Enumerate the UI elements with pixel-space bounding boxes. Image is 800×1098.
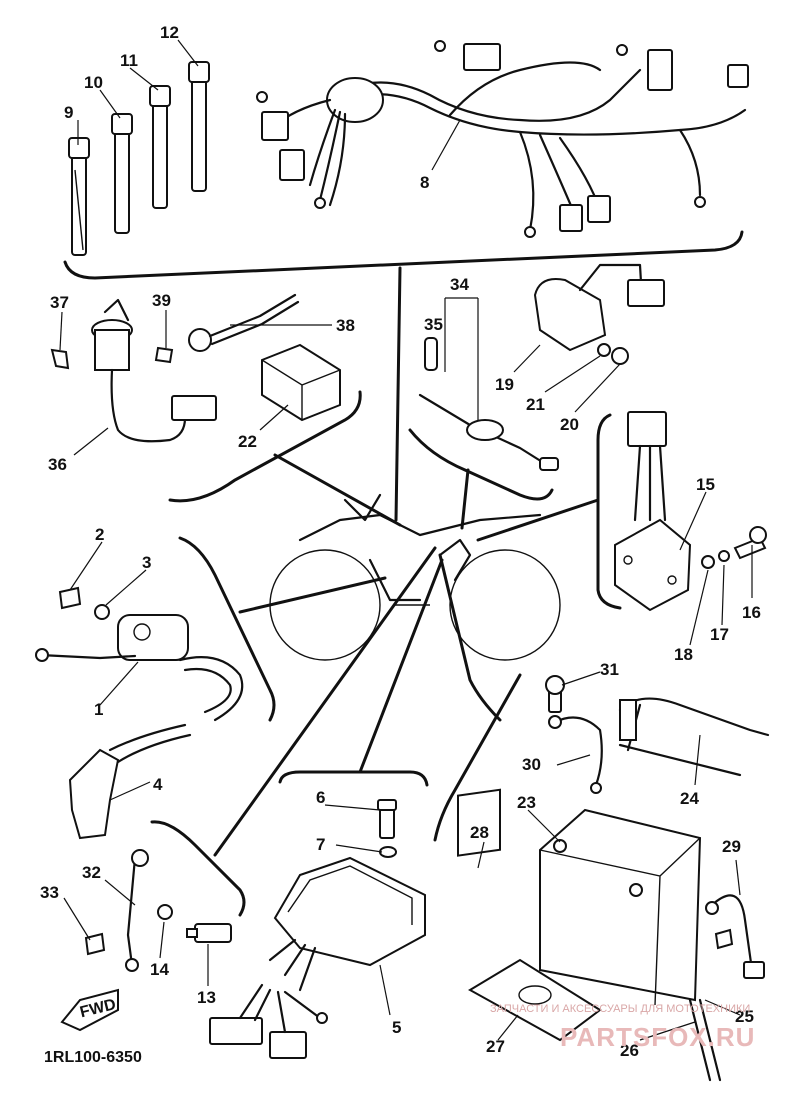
regulator-15 <box>614 411 692 612</box>
screw-33 <box>84 932 106 956</box>
battery-band-24 <box>618 697 770 777</box>
callout-4: 4 <box>153 775 163 794</box>
callout-38: 38 <box>336 316 355 335</box>
callout-27: 27 <box>486 1037 505 1056</box>
band-9 <box>68 137 90 256</box>
band-12 <box>188 61 210 192</box>
band-11 <box>149 85 171 209</box>
bracket-34 <box>408 428 554 501</box>
bracket-23 <box>433 673 522 842</box>
callout-28: 28 <box>470 823 489 842</box>
callout-31: 31 <box>600 660 619 679</box>
callout-29: 29 <box>722 837 741 856</box>
callout-11: 11 <box>120 51 138 70</box>
plug-cap <box>68 723 192 840</box>
callout-24: 24 <box>680 789 699 808</box>
leader-22 <box>273 453 402 527</box>
band-10 <box>111 113 133 234</box>
washer-7 <box>379 846 397 858</box>
bracket-22 <box>168 390 362 503</box>
callout-13: 13 <box>197 988 216 1007</box>
callout-14: 14 <box>150 960 169 979</box>
starter-relay <box>533 263 665 352</box>
callout-23: 23 <box>517 793 536 812</box>
washer-21 <box>597 343 611 357</box>
battery-lead-29 <box>705 894 765 979</box>
callout-9: 9 <box>64 103 73 122</box>
bracket-13 <box>150 820 246 917</box>
fwd-arrow-badge: FWD <box>60 988 119 1032</box>
breather-pipe-26 <box>688 998 722 1082</box>
callout-25: 25 <box>735 1007 754 1026</box>
callout-32: 32 <box>82 863 101 882</box>
leader-5 <box>358 558 444 774</box>
fuse-holder <box>418 337 559 472</box>
leader-23 <box>438 553 502 722</box>
washer-18 <box>701 555 715 569</box>
nut-20 <box>611 347 629 365</box>
cdi-unit <box>209 856 426 1059</box>
bracket-5 <box>278 770 429 787</box>
callout-30: 30 <box>522 755 541 774</box>
callout-22: 22 <box>238 432 257 451</box>
main-switch <box>91 298 217 443</box>
battery-cover-28 <box>457 788 501 857</box>
callout-33: 33 <box>40 883 59 902</box>
callout-10: 10 <box>84 73 103 92</box>
callout-19: 19 <box>495 375 514 394</box>
callout-18: 18 <box>674 645 693 664</box>
watermark-line1: ЗАПЧАСТИ И АКСЕССУАРЫ ДЛЯ МОТОТЕХНИКИ <box>490 1003 750 1015</box>
callout-35: 35 <box>424 315 443 334</box>
wire-harness <box>256 40 749 238</box>
bolt-31 <box>545 675 565 713</box>
leader-34 <box>460 468 470 530</box>
screw-2 <box>58 586 82 610</box>
lead-wire-38 <box>188 293 300 352</box>
bolt-16 <box>733 526 767 560</box>
bracket-1 <box>178 536 276 722</box>
cable-30 <box>548 715 603 794</box>
ignition-coil <box>35 614 244 722</box>
leader-1 <box>238 576 387 614</box>
leader-15 <box>476 498 600 542</box>
harness-leader <box>394 266 402 522</box>
diagram-code: 1RL100-6350 <box>44 1049 142 1066</box>
callout-2: 2 <box>95 525 104 544</box>
relay-22 <box>261 343 341 422</box>
watermark-line2: PARTSFOX.RU <box>560 1022 755 1052</box>
callout-16: 16 <box>742 603 761 622</box>
washer-3 <box>94 604 110 620</box>
pad-27 <box>468 958 602 1042</box>
clip-39 <box>154 346 174 364</box>
callout-lines <box>59 39 753 1041</box>
callout-36: 36 <box>48 455 67 474</box>
callout-labels: 1 2 3 4 5 6 7 8 9 10 11 12 13 14 15 16 1… <box>40 23 761 1060</box>
callout-15: 15 <box>696 475 715 494</box>
top-group-bracket <box>63 230 744 280</box>
clip-37 <box>50 348 70 370</box>
callout-34: 34 <box>450 275 469 294</box>
callout-1: 1 <box>94 700 103 719</box>
callout-17: 17 <box>710 625 729 644</box>
callout-8: 8 <box>420 173 429 192</box>
battery-23 <box>539 808 702 1006</box>
callout-26: 26 <box>620 1041 639 1060</box>
callout-7: 7 <box>316 835 325 854</box>
plug-13 <box>186 923 232 943</box>
lead-32 <box>125 849 149 972</box>
leader-13 <box>213 546 437 857</box>
bolt-6 <box>377 799 397 839</box>
callout-6: 6 <box>316 788 325 807</box>
callout-12: 12 <box>160 23 179 42</box>
callout-20: 20 <box>560 415 579 434</box>
washer-14 <box>157 904 173 920</box>
callout-21: 21 <box>526 395 545 414</box>
washer-17 <box>718 550 730 562</box>
callout-3: 3 <box>142 553 151 572</box>
callout-39: 39 <box>152 291 171 310</box>
callout-37: 37 <box>50 293 69 312</box>
bracket-15 <box>596 413 622 610</box>
callout-5: 5 <box>392 1018 401 1037</box>
